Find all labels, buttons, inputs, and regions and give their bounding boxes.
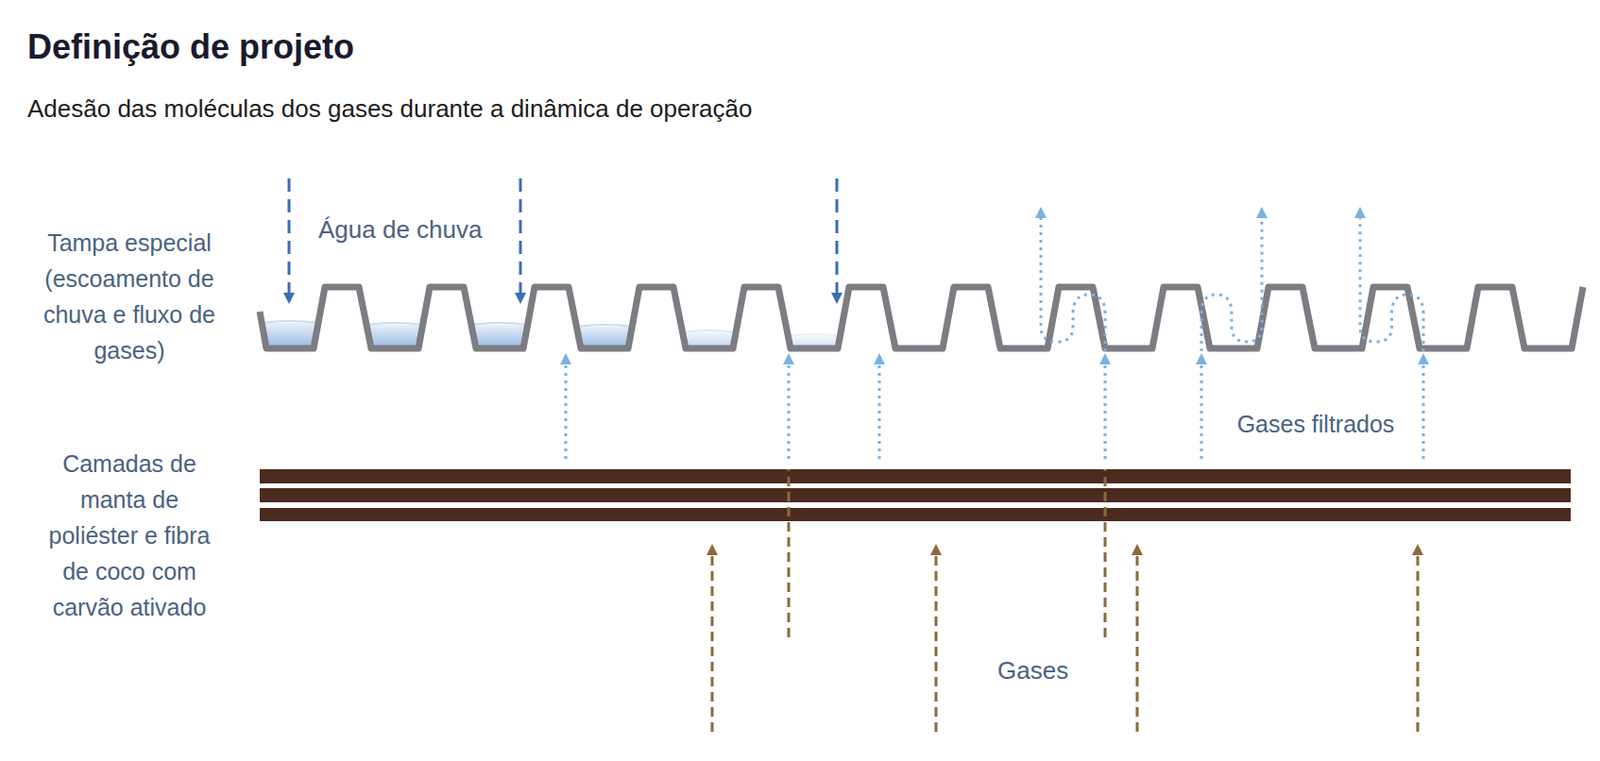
gas-arrow (1416, 549, 1420, 732)
gas-arrow (711, 549, 715, 732)
subtitle: Adesão das moléculas dos gases durante a… (27, 94, 753, 124)
gas-arrow (1136, 549, 1140, 732)
filtered-gas-arrow (1104, 358, 1107, 460)
flow-arrows (289, 178, 1424, 732)
flow-label: Água de chuva (318, 215, 482, 245)
rain-arrow (288, 178, 291, 299)
filtered-gas-path (1201, 212, 1262, 352)
filtered-gas-arrow (564, 358, 568, 460)
water-pool (787, 336, 840, 347)
filtered-gas-arrow (878, 358, 882, 460)
water-pool (682, 332, 737, 347)
water-surface (787, 334, 840, 337)
water-surface (366, 323, 424, 325)
water-pool (471, 324, 528, 347)
flow-label: Gases filtrados (1210, 409, 1421, 439)
rain-arrow (519, 178, 523, 299)
part-label: Tampa especial (escoamento de chuva e fl… (26, 224, 233, 369)
water-pool (576, 326, 632, 347)
part-label: Camadas de manta de poliéster e fibra de… (34, 445, 224, 626)
water-surface (682, 330, 737, 333)
filtered-gas-arrow (787, 358, 791, 460)
gas-path (1104, 469, 1107, 638)
layer-band (259, 488, 1571, 503)
filter-layers (259, 469, 1571, 522)
filtered-gas-arrow (1422, 358, 1426, 460)
gas-arrow (935, 549, 938, 732)
water-pool (261, 323, 319, 347)
layer-band (259, 469, 1571, 484)
water-surface (261, 321, 319, 324)
title: Definição de projeto (27, 26, 355, 68)
water-pool (366, 324, 424, 347)
water-surface (576, 324, 632, 327)
filtered-gas-path (1040, 212, 1106, 352)
water-surface (471, 323, 528, 325)
layer-band (259, 508, 1571, 522)
filtered-gas-path (1360, 212, 1424, 352)
rain-water (261, 321, 841, 347)
gas-path (787, 469, 791, 638)
rain-arrow (835, 178, 839, 299)
flow-label: Gases (997, 656, 1069, 686)
filtered-gas-arrow (1200, 358, 1204, 460)
